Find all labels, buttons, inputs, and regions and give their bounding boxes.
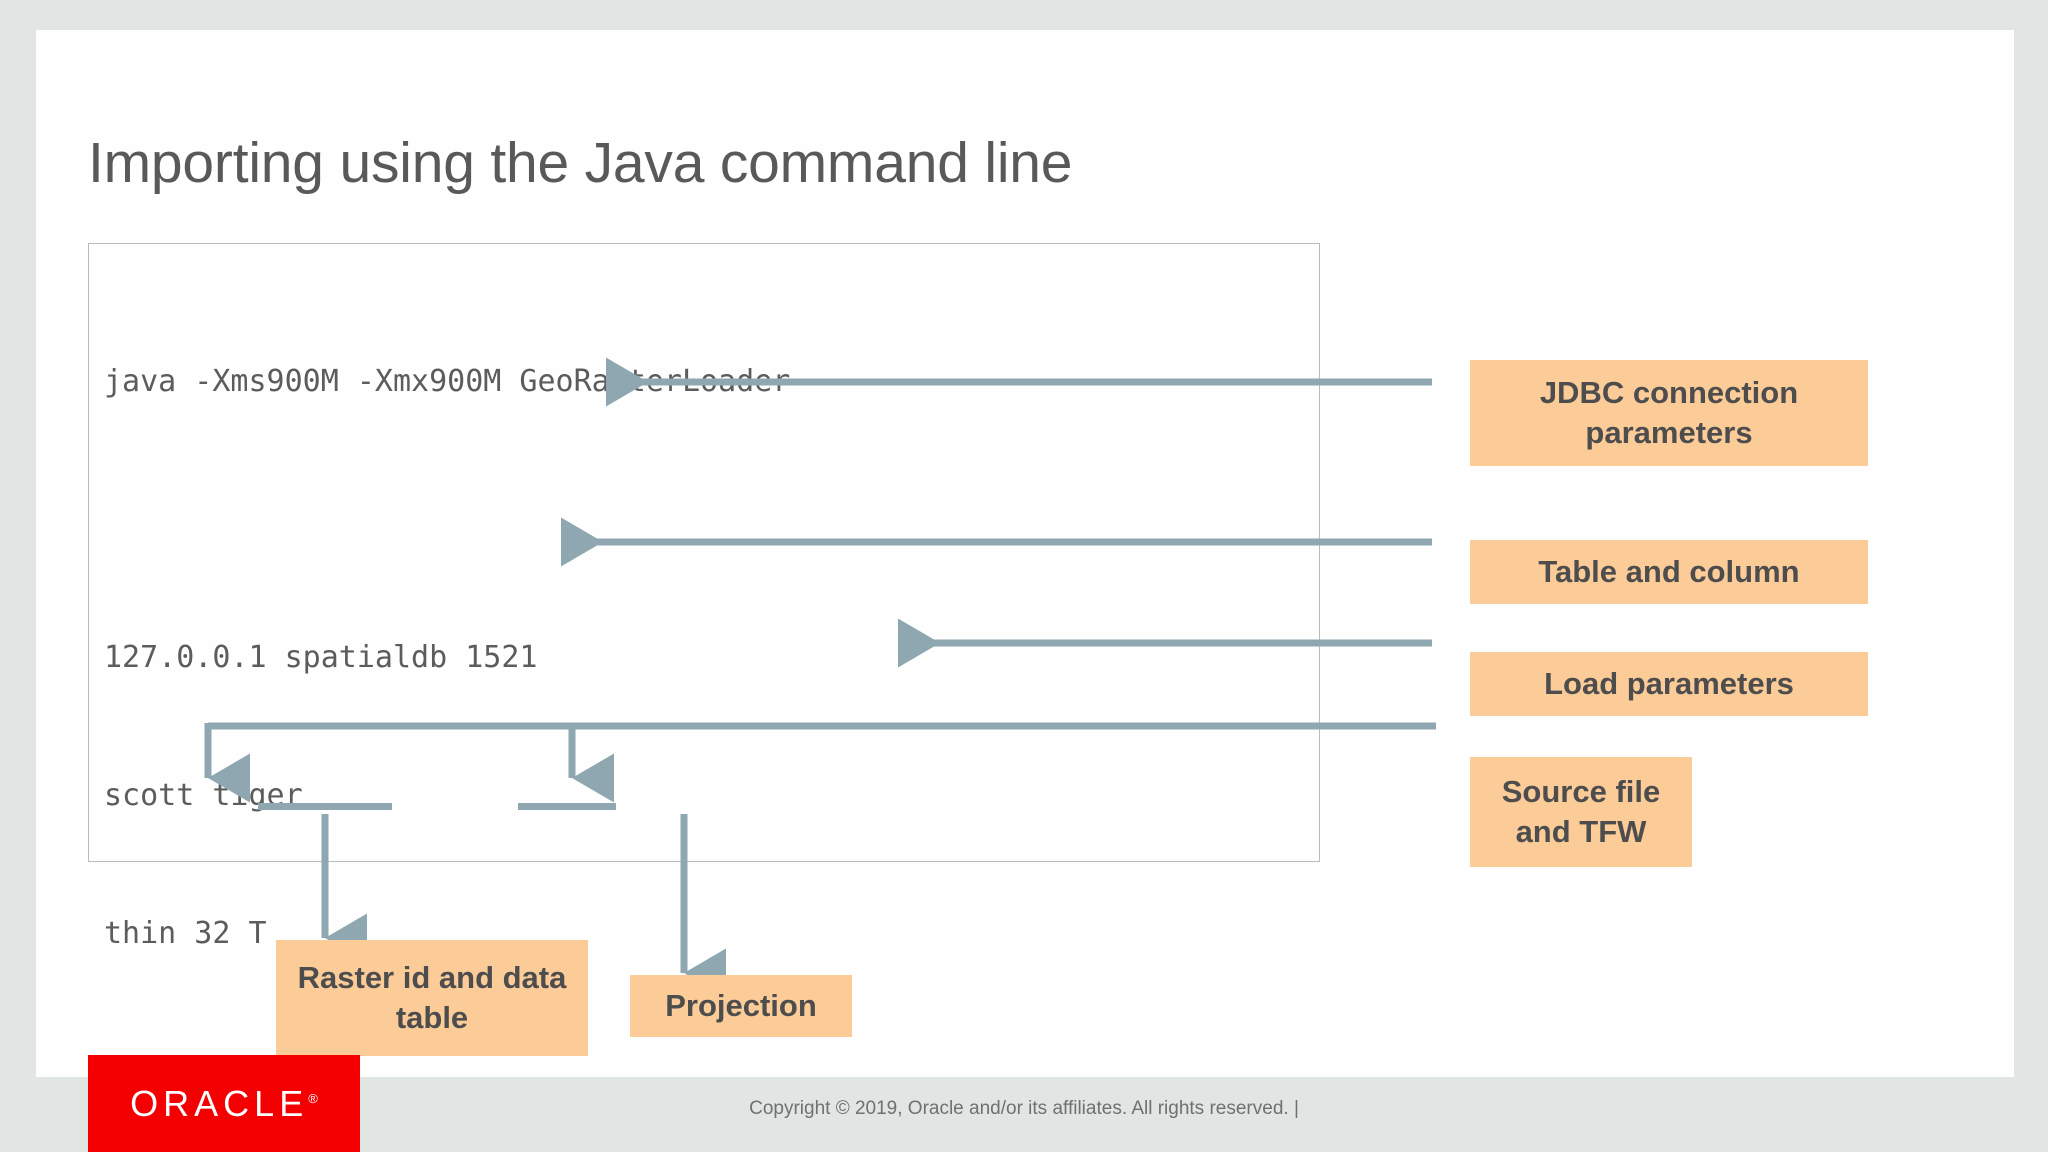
code-line: scott tiger (104, 778, 303, 813)
callout-jdbc-connection-parameters: JDBC connection parameters (1470, 360, 1868, 466)
callout-projection: Projection (630, 975, 852, 1037)
oracle-wordmark: ORACLE® (130, 1083, 318, 1125)
registered-trademark-icon: ® (308, 1090, 318, 1106)
code-line-blank (104, 497, 790, 543)
callout-load-parameters: Load parameters (1470, 652, 1868, 716)
code-block-frame (88, 243, 1320, 862)
callout-raster-id-and-data-table: Raster id and data table (276, 940, 588, 1056)
code-line: 127.0.0.1 spatialdb 1521 (104, 640, 538, 675)
code-line: thin 32 T (104, 916, 267, 951)
callout-source-file-and-tfw: Source file and TFW (1470, 757, 1692, 867)
underline-projection (518, 803, 616, 810)
callout-table-and-column: Table and column (1470, 540, 1868, 604)
oracle-logo: ORACLE® (88, 1055, 360, 1152)
slide-canvas: Importing using the Java command line ja… (36, 30, 2014, 1077)
oracle-logo-text: ORACLE (130, 1082, 309, 1124)
copyright-text: Copyright © 2019, Oracle and/or its affi… (749, 1098, 1299, 1119)
page-title: Importing using the Java command line (88, 131, 1073, 195)
code-line: java -Xms900M -Xmx900M GeoRasterLoader (104, 364, 791, 399)
underline-raster-id (258, 803, 392, 810)
